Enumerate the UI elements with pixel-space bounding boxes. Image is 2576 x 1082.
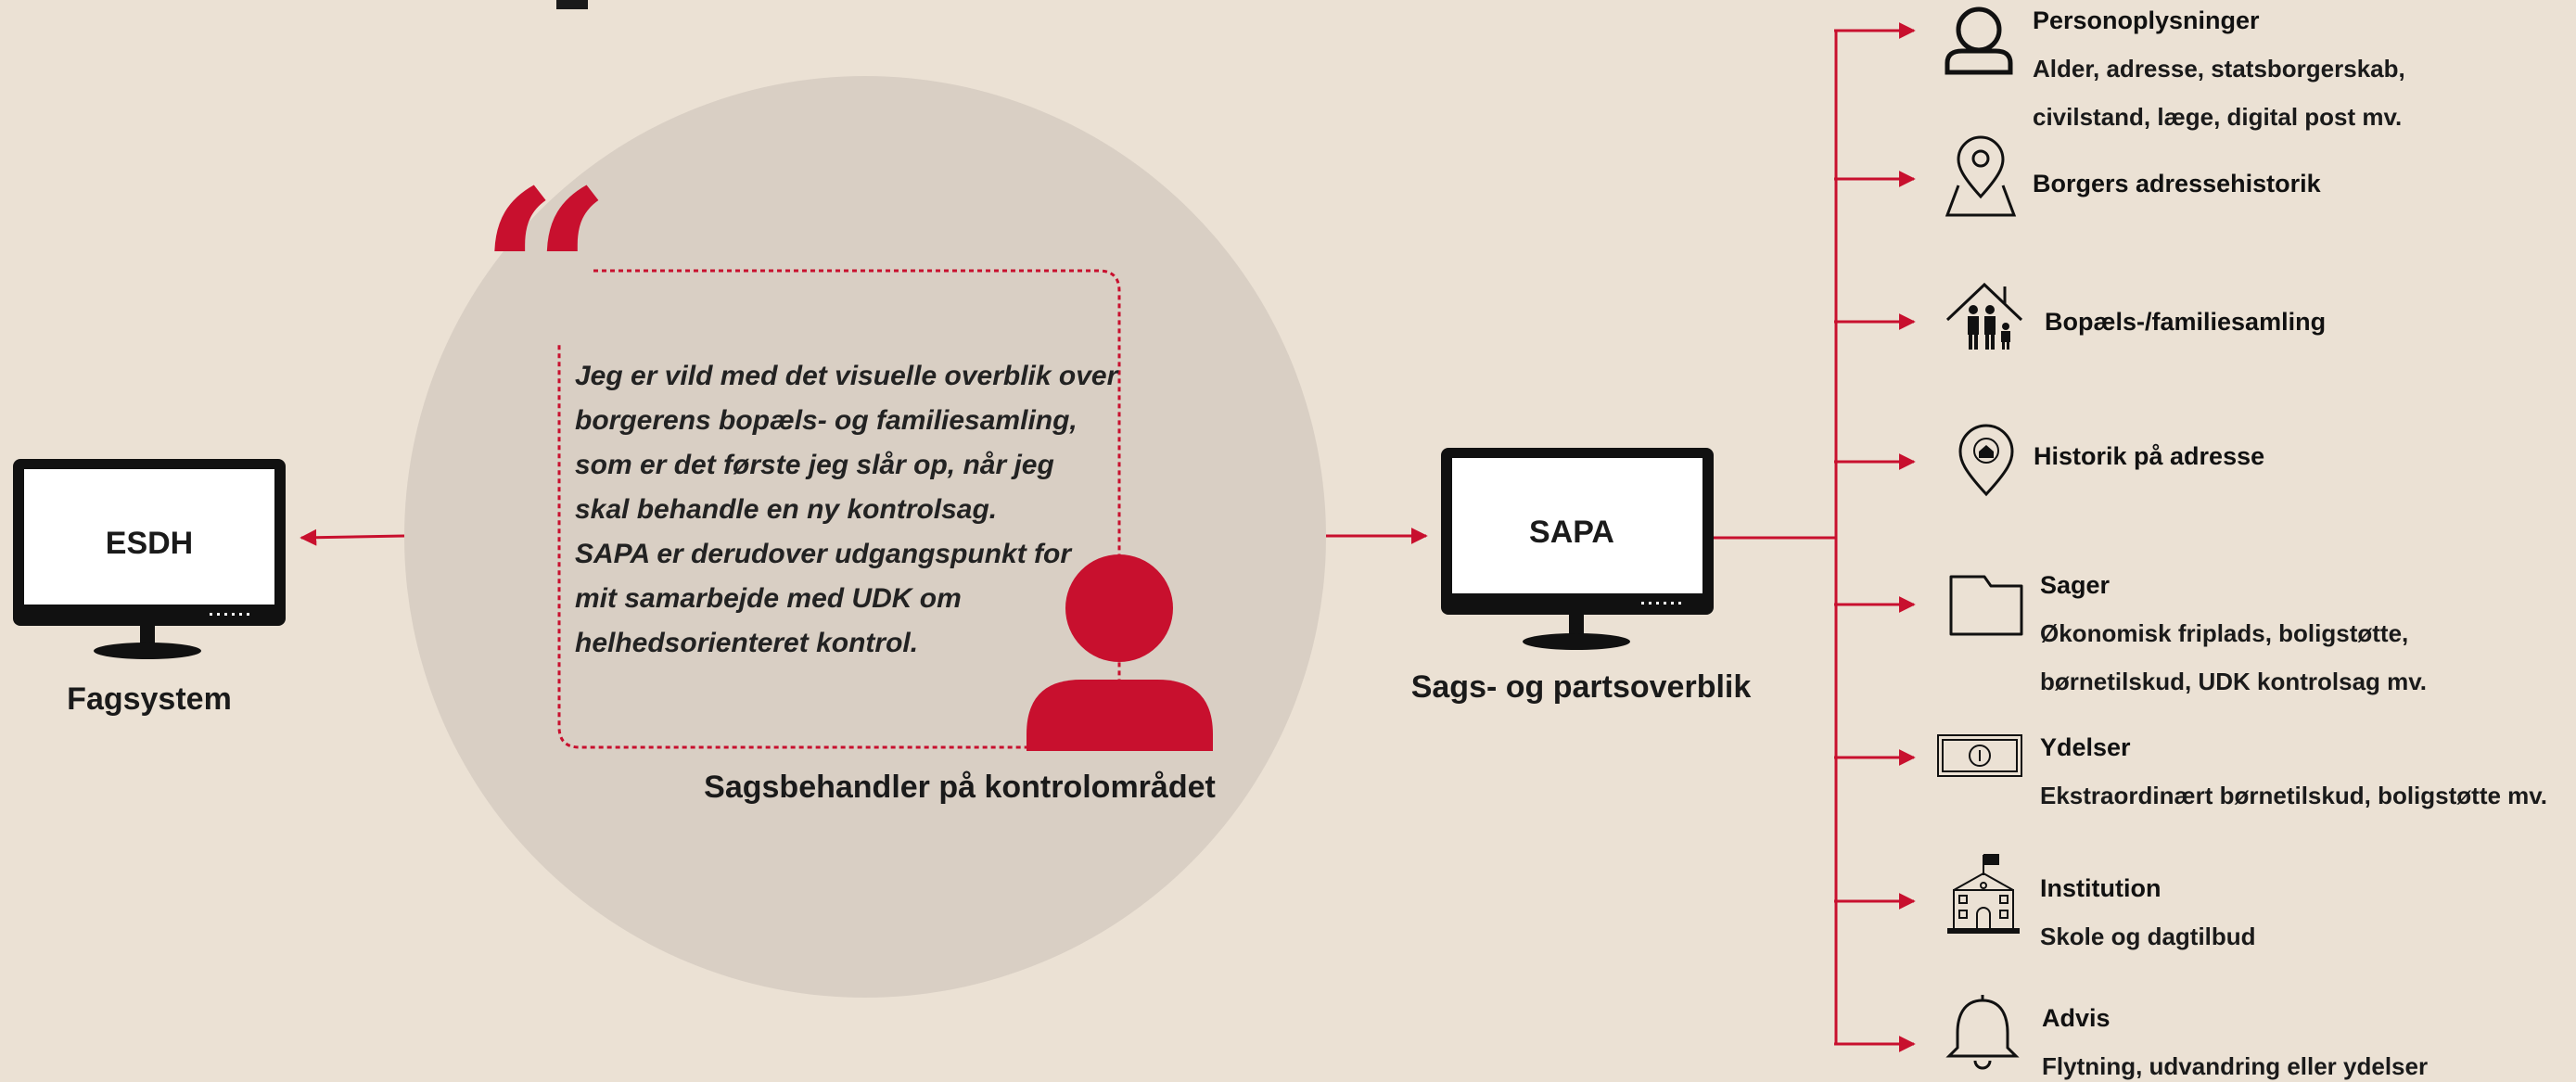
- item-description: Skole og dagtilbud: [2040, 923, 2256, 950]
- item-adressehistorik: Borgers adressehistorik: [1945, 135, 2322, 217]
- item-title: Advis: [2042, 1004, 2111, 1032]
- item-historik-adresse: Historik på adresse: [1958, 424, 2264, 497]
- esdh-monitor: ESDH: [13, 459, 286, 659]
- branch-arrows: [1834, 22, 1916, 1052]
- item-title: Bopæls-/familiesamling: [2045, 308, 2326, 336]
- map-pin-icon: [1945, 135, 2017, 217]
- quote-text: Jeg er vild med det visuelle overblik ov…: [575, 361, 1120, 658]
- item-description: børnetilskud, UDK kontrolsag mv.: [2040, 668, 2427, 695]
- banknote-icon: [1937, 734, 2022, 777]
- item-personoplysninger: Personoplysninger Alder, adresse, statsb…: [1945, 6, 2405, 131]
- school-building-icon: [1947, 854, 2020, 934]
- person-icon: [1027, 554, 1213, 751]
- sapa-monitor: SAPA: [1441, 448, 1714, 650]
- arrow-to-esdh: [300, 528, 405, 546]
- item-advis: Advis Flytning, udvandring eller ydelser: [1945, 995, 2428, 1080]
- quote-line: borgerens bopæls- og familiesamling,: [575, 405, 1078, 436]
- monitor-icon: [13, 459, 286, 659]
- monitor-icon: [1441, 448, 1714, 650]
- item-familiesamling: Bopæls-/familiesamling: [1945, 282, 2326, 350]
- person-outline-icon: [1945, 6, 2013, 75]
- item-description: Flytning, udvandring eller ydelser: [2042, 1052, 2428, 1080]
- item-description: Økonomisk friplads, boligstøtte,: [2040, 619, 2408, 647]
- esdh-screen-label: ESDH: [106, 526, 193, 561]
- item-description: civilstand, læge, digital post mv.: [2033, 103, 2402, 131]
- persona-caption: Sagsbehandler på kontrolområdet: [704, 770, 1216, 805]
- sapa-caption: Sags- og partsoverblik: [1411, 669, 1752, 705]
- quote-line: Jeg er vild med det visuelle overblik ov…: [575, 361, 1120, 391]
- item-description: Ekstraordinært børnetilskud, boligstøtte…: [2040, 782, 2547, 809]
- item-title: Ydelser: [2040, 733, 2131, 761]
- bell-icon: [1945, 995, 2020, 1070]
- heading-fragment: [556, 0, 588, 9]
- sapa-screen-label: SAPA: [1529, 515, 1614, 550]
- quotation-mark-icon: “: [478, 139, 612, 412]
- quote-line: skal behandle en ny kontrolsag.: [575, 494, 997, 525]
- quote-line: SAPA er derudover udgangspunkt for: [575, 539, 1073, 569]
- svg-text:“: “: [478, 139, 612, 412]
- item-institution: Institution Skole og dagtilbud: [1947, 854, 2256, 950]
- item-title: Historik på adresse: [2034, 442, 2264, 470]
- family-house-icon: [1945, 282, 2023, 350]
- item-title: Sager: [2040, 571, 2111, 599]
- quote-line: som er det første jeg slår op, når jeg: [575, 450, 1054, 480]
- item-title: Institution: [2040, 874, 2161, 902]
- home-location-icon: [1958, 424, 2014, 497]
- fagsystem-caption: Fagsystem: [67, 681, 232, 717]
- folder-icon: [1949, 575, 2023, 636]
- item-sager: Sager Økonomisk friplads, boligstøtte, b…: [1949, 571, 2427, 695]
- item-title: Borgers adressehistorik: [2033, 170, 2322, 197]
- quote-line: mit samarbejde med UDK om: [575, 583, 962, 614]
- item-ydelser: Ydelser Ekstraordinært børnetilskud, bol…: [1937, 733, 2547, 809]
- quote-line: helhedsorienteret kontrol.: [575, 628, 918, 658]
- item-title: Personoplysninger: [2033, 6, 2260, 34]
- item-description: Alder, adresse, statsborgerskab,: [2033, 55, 2405, 83]
- persona-background-circle: [404, 76, 1326, 998]
